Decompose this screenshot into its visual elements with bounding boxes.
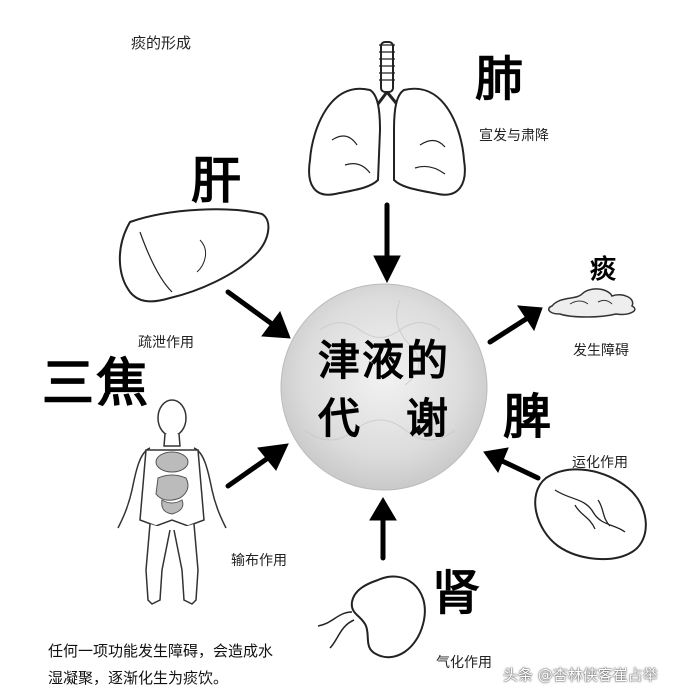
kidney-label: 肾: [432, 565, 481, 621]
arrows: [225, 202, 543, 561]
sanjiao-illustration: [117, 399, 227, 605]
center-text-line1: 津液的: [318, 336, 451, 385]
kidney-illustration: [317, 575, 426, 659]
liver-illustration: [118, 208, 270, 303]
spleen-illustration: [534, 468, 647, 561]
center-text-line2b: 谢: [406, 394, 451, 443]
diagram-title: 痰的形成: [131, 34, 192, 52]
center-text-line2a: 代: [318, 394, 363, 443]
watermark: 头条 @杏林侠客崔占举: [503, 666, 658, 684]
lung-function: 宣发与肃降: [479, 128, 549, 144]
lung-label: 肺: [475, 51, 524, 107]
sanjiao-label: 三焦: [42, 353, 151, 414]
liver-label: 肝: [191, 151, 241, 210]
spleen-function: 运化作用: [572, 455, 628, 471]
lung-illustration: [308, 41, 466, 196]
phlegm-label: 痰: [590, 255, 617, 285]
kidney-function: 气化作用: [436, 655, 492, 671]
spleen-label: 脾: [503, 389, 552, 445]
note-line2: 湿凝聚，逐渐化生为痰饮。: [48, 669, 229, 687]
phlegm-illustration: [547, 288, 636, 318]
liver-function: 疏泄作用: [138, 335, 194, 351]
note-line1: 任何一项功能发生障碍，会造成水: [48, 642, 274, 660]
phlegm-function: 发生障碍: [573, 343, 629, 359]
center-circle: [280, 283, 488, 491]
sanjiao-function: 输布作用: [231, 553, 287, 569]
